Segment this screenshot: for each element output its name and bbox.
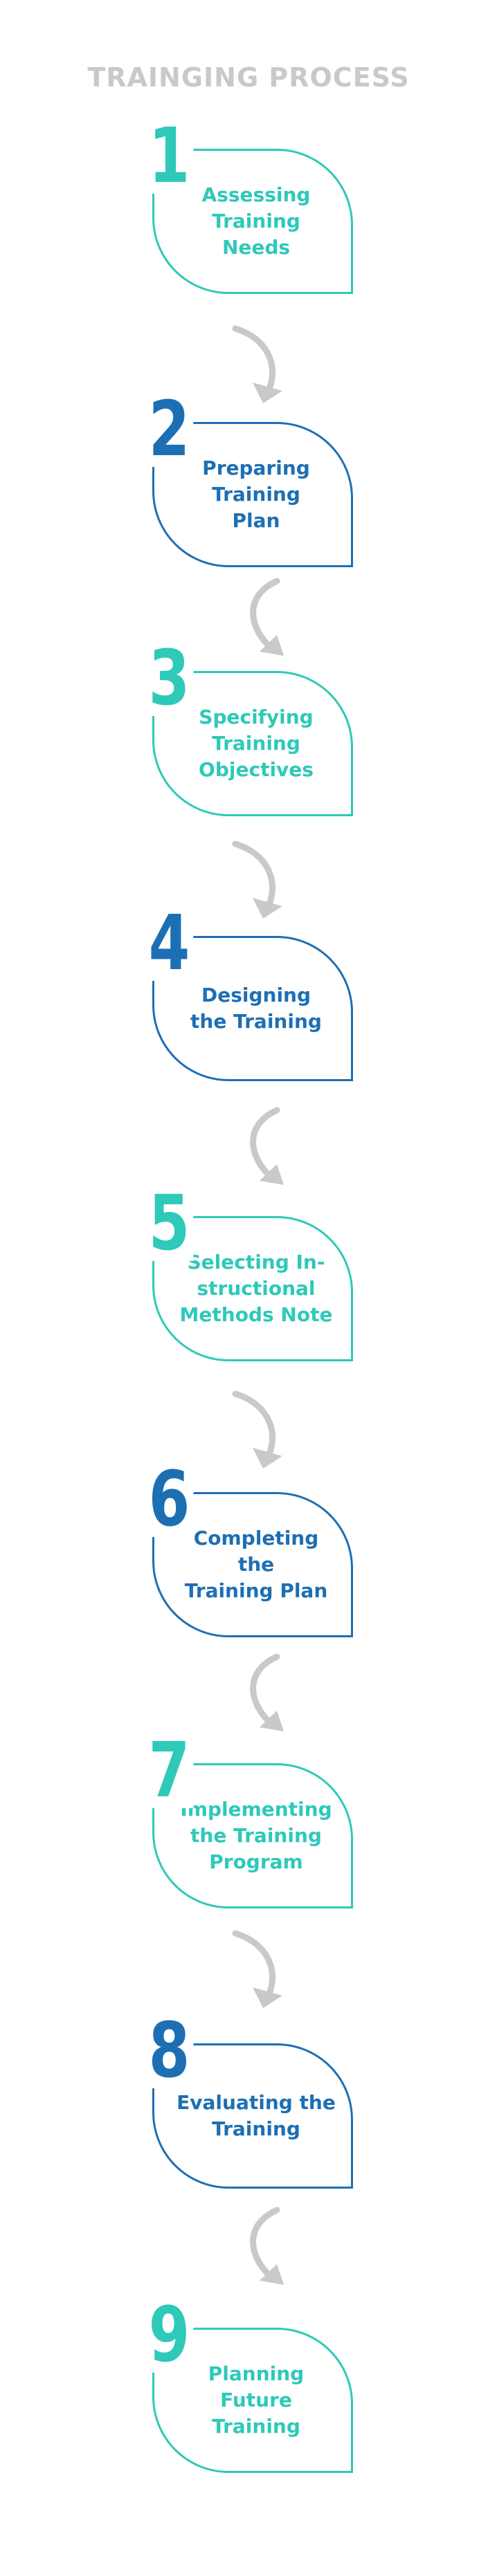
step-card: Assessing Training Needs <box>152 149 353 294</box>
arrow-shaft <box>250 1107 280 1183</box>
flow-arrow-icon <box>232 840 282 919</box>
flow-arrow-icon <box>232 1930 282 2008</box>
step-label: Implementing the Training Program <box>180 1798 332 1873</box>
step-number: 8 <box>145 2012 194 2088</box>
step-label: Assessing Training Needs <box>201 183 311 259</box>
step-label: Completing the Training Plan <box>184 1527 328 1602</box>
step-number: 9 <box>145 2297 194 2373</box>
step-label: Specifying Training Objectives <box>199 706 314 781</box>
arrow-shaft <box>232 840 275 913</box>
arrow-head <box>253 898 282 919</box>
step-number: 4 <box>145 905 194 981</box>
arrow-head <box>260 1164 284 1185</box>
arrow-head <box>253 1987 282 2008</box>
step-number: 6 <box>145 1461 194 1537</box>
step-number: 2 <box>145 391 194 467</box>
flow-arrow-icon <box>232 1390 282 1469</box>
flow-arrow-icon <box>250 578 284 656</box>
step-card: Implementing the Training Program <box>152 1763 353 1908</box>
arrow-shaft <box>232 325 275 398</box>
arrow-shaft <box>250 2207 280 2283</box>
flow-arrow-icon <box>250 1653 284 1731</box>
step-number: 3 <box>145 640 194 716</box>
arrow-head <box>260 635 284 656</box>
step-label: Evaluating the Training <box>177 2091 336 2140</box>
step-card: Evaluating the Training <box>152 2043 353 2189</box>
arrow-shaft <box>250 1653 280 1729</box>
flow-arrow-icon <box>250 2207 284 2285</box>
arrow-head <box>260 1711 284 1731</box>
page-title: TRAINGING PROCESS <box>87 62 410 93</box>
step-label: Selecting In- structional Methods Note <box>179 1251 333 1326</box>
step-label: Designing the Training <box>190 984 322 1033</box>
arrow-head <box>253 383 282 403</box>
step-card: Selecting In- structional Methods Note <box>152 1216 353 1361</box>
arrow-head <box>253 1448 282 1469</box>
arrow-shaft <box>250 578 280 654</box>
step-number: 7 <box>145 1732 194 1808</box>
flow-arrow-icon <box>250 1107 284 1185</box>
step-label: Planning Future Training <box>208 2362 305 2438</box>
arrow-shaft <box>232 1390 275 1463</box>
flow-arrow-icon <box>232 325 282 403</box>
step-number: 5 <box>145 1185 194 1261</box>
step-number: 1 <box>145 118 194 194</box>
arrow-shaft <box>232 1930 275 2003</box>
step-label: Preparing Training Plan <box>202 457 310 532</box>
arrow-head <box>260 2264 284 2285</box>
